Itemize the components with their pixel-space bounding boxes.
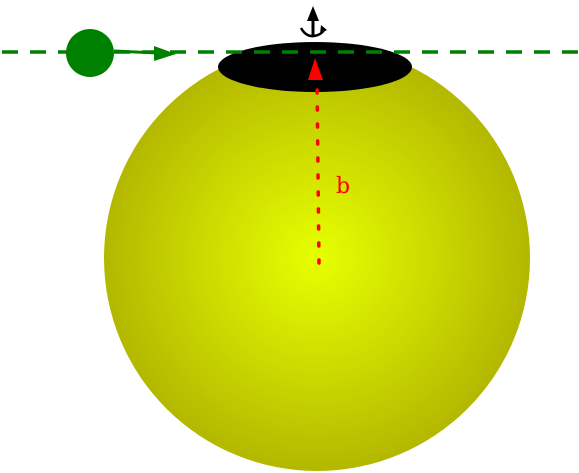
impact-parameter-label: b bbox=[336, 174, 350, 199]
impact-parameter-line bbox=[315, 78, 321, 265]
planet-icon bbox=[66, 29, 114, 77]
planet-motion-arrow bbox=[113, 46, 176, 61]
impact-parameter-arrowhead bbox=[308, 58, 323, 80]
rotation-axis-icon bbox=[299, 6, 327, 38]
star-disk bbox=[104, 45, 530, 471]
